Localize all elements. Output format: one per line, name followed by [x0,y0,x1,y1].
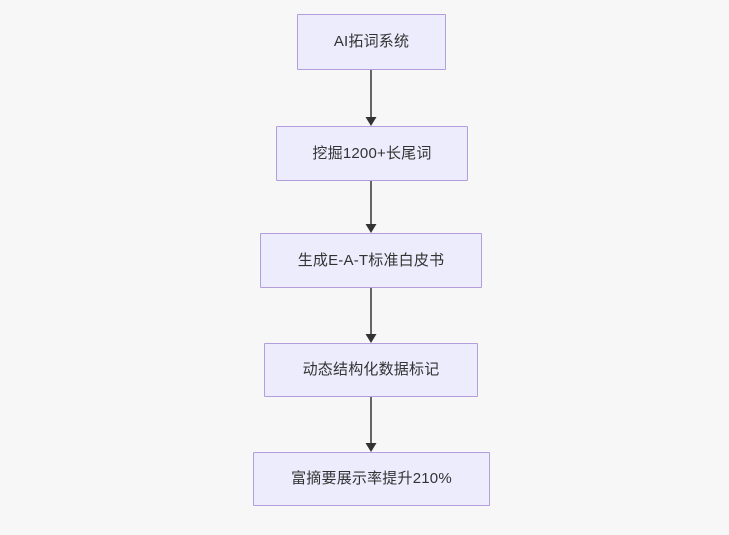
flowchart-node-n3[interactable]: 生成E-A-T标准白皮书 [260,233,482,288]
flowchart-node-label: AI拓词系统 [333,33,410,50]
arrowhead-icon [365,117,377,126]
edge-n2-to-n3 [365,181,377,233]
arrowhead-icon [365,224,377,233]
flowchart-node-label: 富摘要展示率提升210% [291,470,452,487]
edge-n1-to-n2 [365,70,377,126]
arrowhead-icon [365,443,377,452]
flowchart-node-label: 挖掘1200+长尾词 [312,144,432,162]
flowchart-node-n2[interactable]: 挖掘1200+长尾词 [276,126,468,181]
flowchart-node-n4[interactable]: 动态结构化数据标记 [264,343,478,397]
edge-n4-to-n5 [365,397,377,452]
arrowhead-icon [365,334,377,343]
flowchart-node-label: 生成E-A-T标准白皮书 [297,251,445,269]
flowchart-node-n5[interactable]: 富摘要展示率提升210% [253,452,490,506]
flowchart-node-n1[interactable]: AI拓词系统 [297,14,446,70]
flowchart-node-label: 动态结构化数据标记 [302,361,440,378]
edge-n3-to-n4 [365,288,377,343]
